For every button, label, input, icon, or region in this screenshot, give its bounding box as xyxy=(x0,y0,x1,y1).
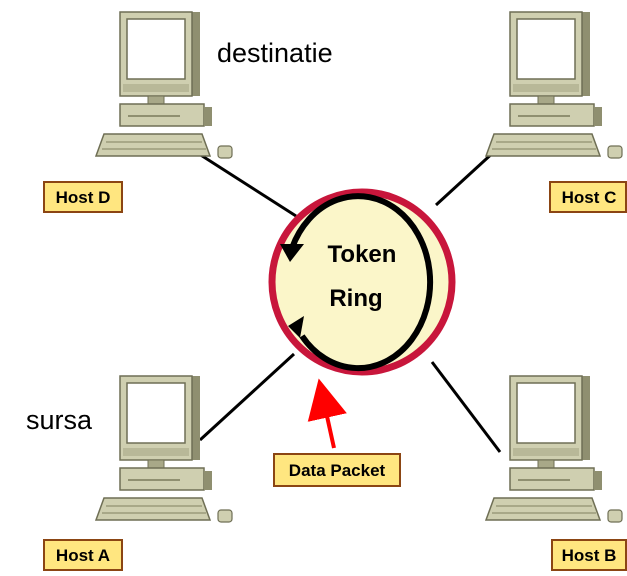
link-host-c xyxy=(434,148,498,207)
host-label-d: Host D xyxy=(43,181,123,213)
host-label-a-text: Host A xyxy=(56,546,110,565)
ring-label-line1: Token xyxy=(328,241,397,268)
link-host-d xyxy=(195,150,297,218)
computer-host-d xyxy=(95,11,233,159)
host-label-b-text: Host B xyxy=(562,546,617,565)
token-ring-circle xyxy=(268,188,456,376)
packet-arrow-icon xyxy=(307,378,347,449)
ring-arrowhead-icon-lower xyxy=(288,316,304,338)
host-label-c-text: Host C xyxy=(562,188,617,207)
link-host-a xyxy=(198,352,296,442)
ring-direction-arrow xyxy=(289,193,434,372)
host-label-d-text: Host D xyxy=(56,188,111,207)
computer-host-c xyxy=(485,11,623,159)
host-label-c: Host C xyxy=(549,181,627,213)
source-role-label: sursa xyxy=(26,405,93,435)
ring-label-line2: Ring xyxy=(329,285,382,312)
ring-arrowhead-icon xyxy=(280,244,304,262)
host-label-b: Host B xyxy=(551,539,627,571)
host-label-a: Host A xyxy=(43,539,123,571)
data-packet-label-text: Data Packet xyxy=(289,461,386,480)
computer-host-b xyxy=(485,375,623,523)
computer-host-a xyxy=(95,375,233,523)
destination-role-label: destinatie xyxy=(217,38,333,68)
data-packet-label: Data Packet xyxy=(273,453,401,487)
link-host-b xyxy=(430,361,502,453)
